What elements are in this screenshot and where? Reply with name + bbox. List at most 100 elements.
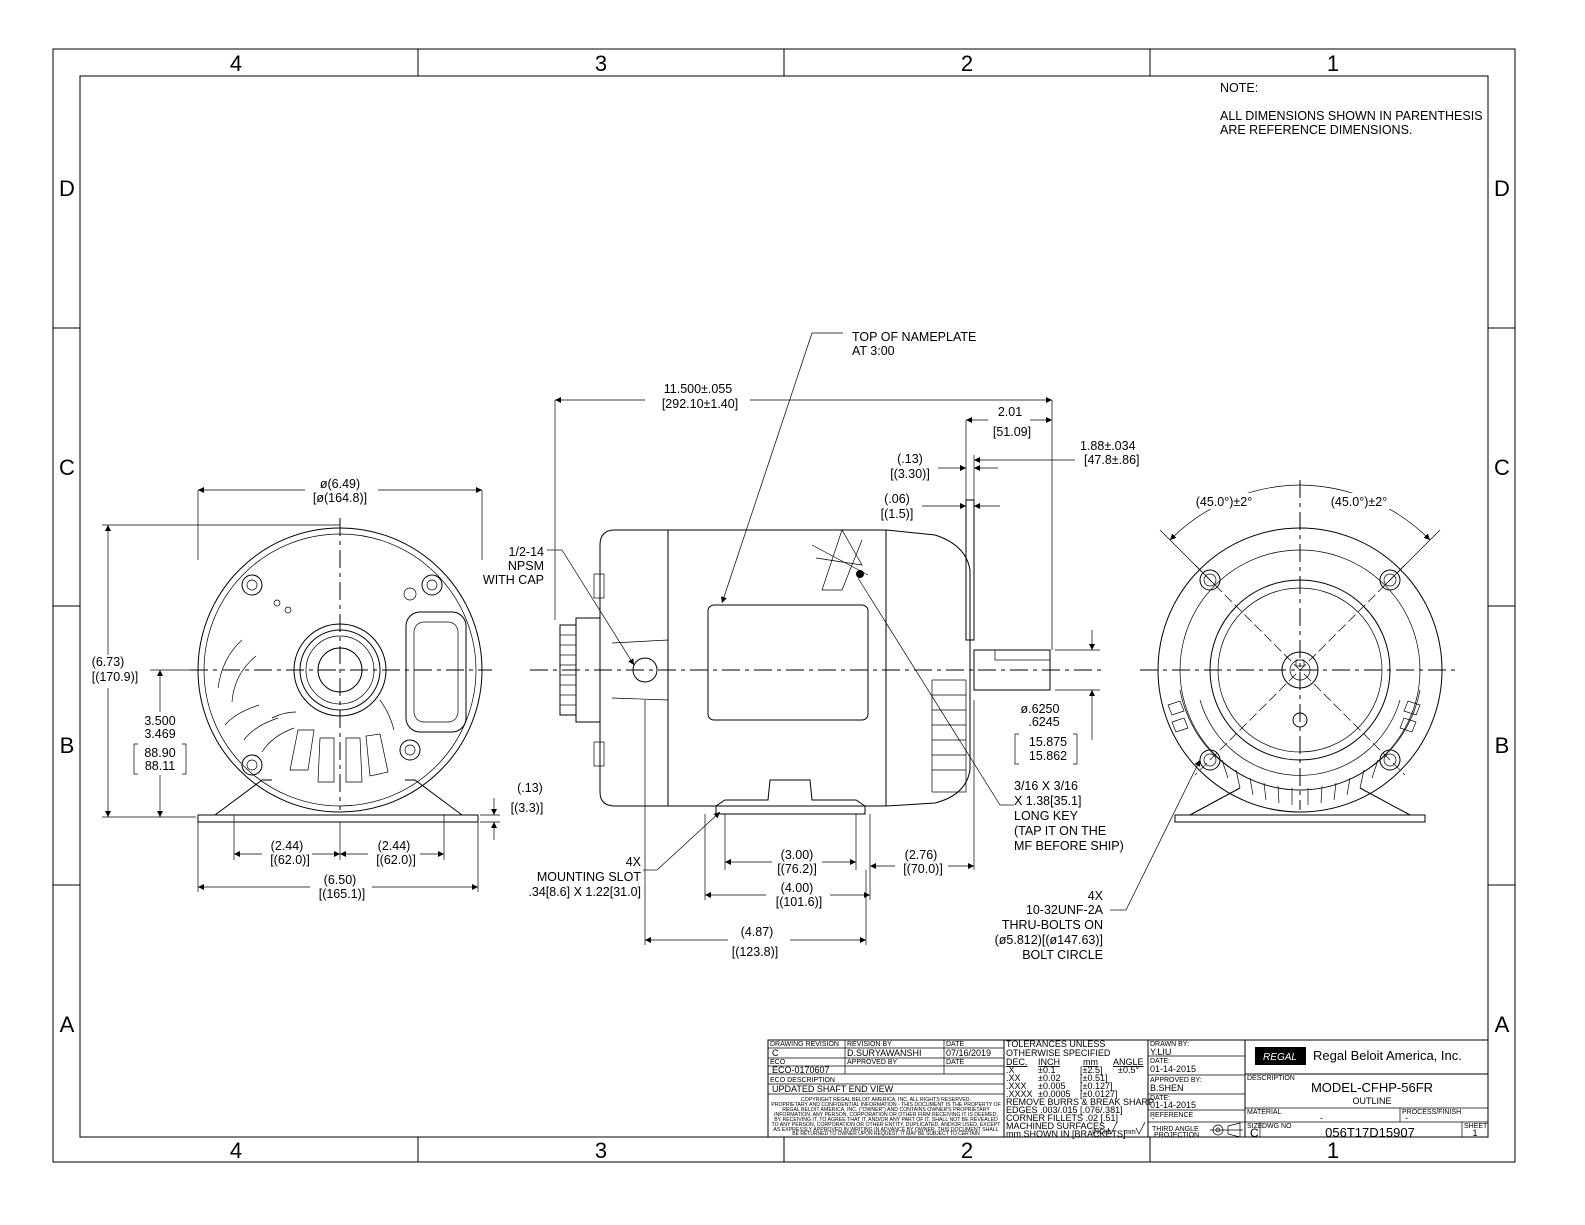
tolerance-x-angle: ±0.5°	[1118, 1065, 1139, 1075]
tolerance-mm-note: mm SHOWN IN [BRACKETS]	[1006, 1129, 1126, 1139]
slot-note-2: MOUNTING SLOT	[537, 870, 642, 884]
projection-label-1: THIRD ANGLE	[1152, 1126, 1199, 1133]
drawing-revision-value: C	[772, 1048, 779, 1058]
motor-foot	[715, 779, 866, 815]
tolerance-xxx-inch: ±0.005	[1038, 1081, 1065, 1091]
key-note-4: (TAP IT ON THE	[1014, 824, 1106, 838]
tolerance-machined-inch: INCH	[1092, 1129, 1109, 1136]
bolts-note-4: (ø5.812)[(ø147.63)]	[995, 933, 1103, 947]
shaft-end-vents	[1167, 700, 1421, 805]
process-label: PROCESS/FINISH	[1402, 1109, 1461, 1116]
conduit-box	[405, 611, 467, 733]
third-angle-projection-icon	[1210, 1122, 1243, 1138]
shaft-end-housing	[1157, 527, 1443, 813]
bolts-note-1: 4X	[1088, 889, 1104, 903]
nameplate-note-1: TOP OF NAMEPLATE	[852, 330, 976, 344]
tolerance-col-angle: ANGLE	[1113, 1057, 1144, 1067]
material-value: -	[1320, 1113, 1323, 1123]
conduit-note-2: NPSM	[508, 559, 544, 573]
sheet-label: SHEET	[1464, 1123, 1488, 1130]
drawing-revision-label: DRAWING REVISION	[770, 1041, 839, 1048]
dim-center-height-inch-2: 3.469	[144, 727, 175, 741]
dim-flange-thickness-mm: [(3.30)]	[890, 467, 930, 481]
dim-half-base-left-inch: (2.44)	[271, 839, 304, 853]
zone-row-d-left: D	[59, 176, 75, 201]
dim-center-height-inch-1: 3.500	[144, 714, 175, 728]
conduit-opening	[632, 657, 658, 683]
dwg-no-value: 056T17D15907	[1325, 1125, 1415, 1140]
zone-row-d-right: D	[1494, 176, 1510, 201]
key-note-1: 3/16 X 3/16	[1014, 779, 1078, 793]
dim-shaft-length-inch: 2.01	[998, 405, 1022, 419]
revision-by-label: REVISION BY	[847, 1041, 892, 1048]
revision-by-value: D.SURYAWANSHI	[847, 1048, 922, 1058]
dim-overall-length-inch: 11.500±.055	[664, 382, 733, 396]
zone-col-3-bottom: 3	[595, 1138, 607, 1163]
revision-date-label: DATE	[946, 1041, 964, 1048]
dim-overall-length-mm: [292.10±1.40]	[662, 397, 738, 411]
note-title: NOTE:	[1220, 81, 1258, 95]
tolerance-edges: EDGES .003/.015 [.076/.381]	[1006, 1105, 1123, 1115]
nameplate-note-2: AT 3:00	[852, 344, 895, 358]
side-view: 11.500±.055 [292.10±1.40] TOP OF NAMEPLA…	[483, 330, 1201, 962]
dim-foot-spacing-inch: (3.00)	[781, 848, 814, 862]
zone-col-2-top: 2	[961, 51, 973, 76]
drawn-date-value: 01-14-2015	[1150, 1064, 1196, 1074]
dim-foot-end-mm: [(123.8)]	[732, 945, 779, 959]
zone-row-b-left: B	[60, 733, 75, 758]
angle-left-label: (45.0°)±2°	[1196, 495, 1252, 509]
projection-label-2: PROJECTION	[1154, 1132, 1199, 1139]
dim-center-height-mm-1: 88.90	[144, 746, 175, 760]
dim-key-length-inch: 1.88±.034	[1080, 439, 1136, 453]
motor-frame	[667, 529, 887, 807]
zone-row-c-right: C	[1494, 455, 1510, 480]
front-vents	[931, 679, 967, 793]
slot-note-1: 4X	[626, 855, 642, 869]
dim-gap-inch: (.06)	[884, 492, 910, 506]
dim-shaft-dia-mm-1: 15.875	[1029, 735, 1067, 749]
copyright-notice: COPYRIGHT REGAL BELOIT AMERICA, INC. ALL…	[771, 1097, 1001, 1137]
general-note: NOTE: ALL DIMENSIONS SHOWN IN PARENTHESI…	[1220, 81, 1483, 137]
zone-labels: 4 3 2 1 4 3 2 1 D C B A D C B A	[59, 51, 1510, 1163]
svg-text:PROPRIETARY AND CONFIDENTIAL I: PROPRIETARY AND CONFIDENTIAL INFORMATION…	[771, 1102, 1001, 1108]
dim-foot-thickness-mm: [(3.3)]	[511, 801, 544, 815]
zone-col-4-top: 4	[230, 51, 242, 76]
dim-shaft-dia-inch-2: .6245	[1028, 715, 1059, 729]
slot-note-3: .34[8.6] X 1.22[31.0]	[528, 885, 641, 899]
tolerance-xx-mm: [±0.51]	[1080, 1073, 1107, 1083]
dim-foot-thickness-inch: (.13)	[517, 781, 543, 795]
title-block: DRAWING REVISION C REVISION BY D.SURYAWA…	[767, 1039, 1489, 1140]
bolts-note-3: THRU-BOLTS ON	[1002, 918, 1103, 932]
tolerance-col-inch: INCH	[1038, 1057, 1060, 1067]
zone-col-4-bottom: 4	[230, 1138, 242, 1163]
drawn-by-label: DRAWN BY:	[1150, 1041, 1189, 1048]
svg-text:BY RECEIVING IT, TO AGREE THAT: BY RECEIVING IT, TO AGREE THAT IT, AND/O…	[774, 1117, 998, 1123]
dim-shaft-length-mm: [51.09]	[993, 425, 1031, 439]
key-note-5: MF BEFORE SHIP)	[1014, 839, 1124, 853]
dim-shaft-dia-inch-1: ø.6250	[1021, 702, 1060, 716]
dim-key-length-mm: [47.8±.86]	[1084, 453, 1140, 467]
rear-base-plate	[197, 814, 479, 823]
tolerance-heading-1: TOLERANCES UNLESS	[1006, 1039, 1105, 1049]
note-line-1: ALL DIMENSIONS SHOWN IN PARENTHESIS	[1220, 109, 1483, 123]
approved-label: APPROVED BY:	[1150, 1077, 1202, 1084]
svg-text:AS EXPRESSLY APPROVED IN WRITI: AS EXPRESSLY APPROVED IN WRITING IN ADVA…	[773, 1127, 998, 1133]
dim-overall-height-inch: (6.73)	[92, 655, 125, 669]
svg-text:REGAL BELOIT AMERICA, INC. ("O: REGAL BELOIT AMERICA, INC. ("OWNER") AND…	[782, 1107, 990, 1113]
rear-housing-outline	[197, 527, 483, 813]
shaft-keyway	[994, 649, 1051, 661]
tolerance-machined: MACHINED SURFACES	[1006, 1121, 1105, 1131]
tolerance-col-mm: mm	[1083, 1057, 1098, 1067]
tolerance-burrs: REMOVE BURRS & BREAK SHARP	[1006, 1097, 1154, 1107]
zone-row-a-right: A	[1495, 1012, 1510, 1037]
bolts-note-2: 10-32UNF-2A	[1026, 903, 1104, 917]
key-note-3: LONG KEY	[1014, 809, 1079, 823]
rear-bolt-heads	[241, 574, 443, 776]
approved-date-label: DATE:	[1150, 1095, 1170, 1102]
size-value: C	[1250, 1126, 1259, 1140]
tolerance-xxxx-mm: [±0.0127]	[1080, 1089, 1117, 1099]
dim-foot-spacing-2-inch: (4.00)	[781, 881, 814, 895]
dim-center-height-mm-2: 88.11	[145, 759, 175, 773]
size-label: SIZE	[1247, 1123, 1263, 1130]
zone-col-1-bottom: 1	[1327, 1138, 1339, 1163]
